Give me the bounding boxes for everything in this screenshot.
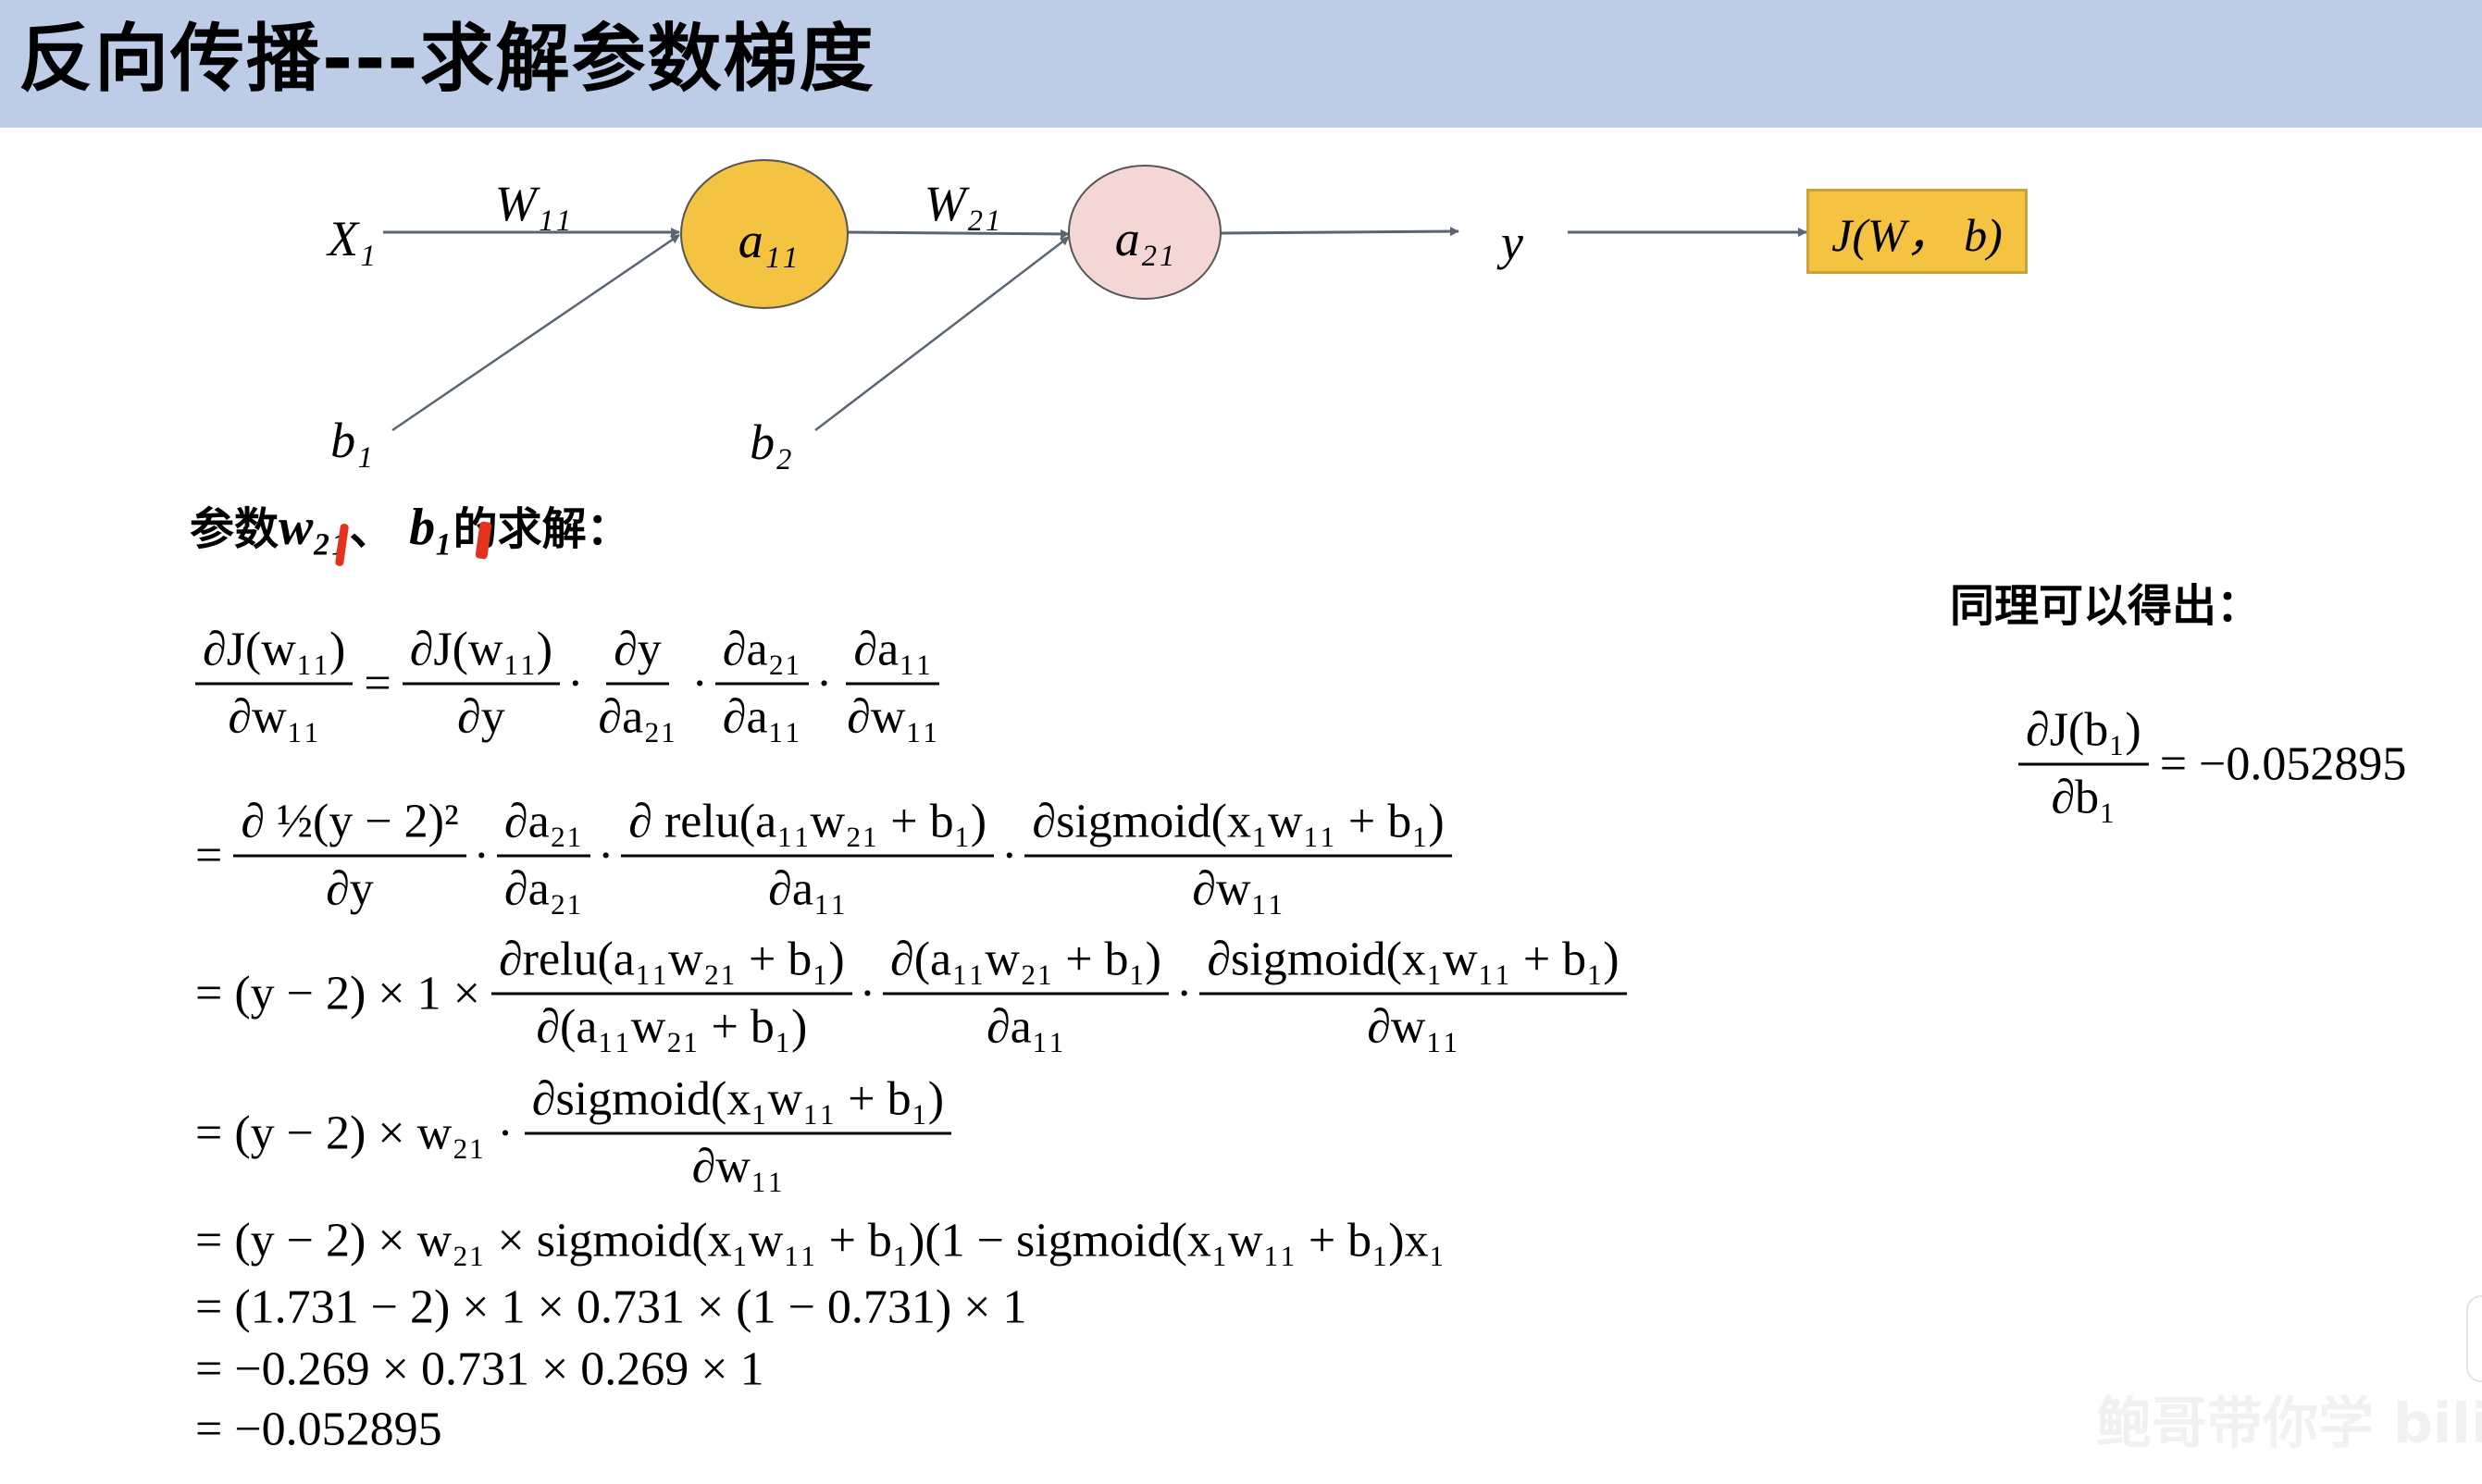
fraction: ∂ ½(y − 2)²∂y <box>233 794 466 919</box>
side-handle[interactable] <box>2466 1295 2482 1382</box>
fraction: ∂sigmoid(x₁w₁₁ + b₁)∂w₁₁ <box>1199 932 1627 1057</box>
watermark: 鲍哥带你学 bili <box>2096 1391 2482 1456</box>
label-cost: J(W， b) <box>1831 209 2003 261</box>
fraction: ∂a₂₁∂a₁₁ <box>714 622 809 747</box>
fraction: ∂a₂₁∂a₂₁ <box>496 794 590 919</box>
numerator: ∂a₂₁ <box>714 622 809 686</box>
dot-operator: · <box>1001 829 1018 883</box>
node-a21 <box>1068 165 1222 300</box>
denominator: ∂y <box>457 690 505 744</box>
dot-operator: · <box>859 967 876 1020</box>
side-title: 同理可以得出： <box>1950 580 2262 632</box>
slide-header: 反向传播---求解参数梯度 <box>0 0 2482 128</box>
derivation-line: = (y − 2) × w₂₁ ·∂sigmoid(x₁w₁₁ + b₁)∂w₁… <box>190 1071 957 1196</box>
denominator: ∂a₂₁ <box>598 690 677 744</box>
denominator: ∂w₁₁ <box>691 1140 785 1193</box>
dot-operator: · <box>597 829 614 883</box>
numerator: ∂ relu(a₁₁w₂₁ + b₁) <box>621 794 995 858</box>
heading-prefix: 参数 <box>190 503 279 555</box>
math-text: = (y − 2) × 1 × <box>195 967 480 1020</box>
denominator: ∂w₁₁ <box>228 690 320 744</box>
label-a21: a₂₁ <box>1114 211 1175 266</box>
section-heading: 参数w₂₁、 b₁的求解： <box>190 496 631 561</box>
numerator: ∂a₂₁ <box>496 794 590 858</box>
numerator: ∂(a₁₁w₂₁ + b₁) <box>883 932 1169 996</box>
derivation-line: = (1.731 − 2) × 1 × 0.731 × (1 − 0.731) … <box>190 1280 1033 1335</box>
label-x1: X₁ <box>328 211 376 266</box>
math-text: = (y − 2) × w₂₁ × sigmoid(x₁w₁₁ + b₁)(1 … <box>195 1214 1446 1268</box>
fraction: ∂J(w₁₁)∂y <box>402 622 561 747</box>
label-b2: b₂ <box>750 414 792 470</box>
label-y: y <box>1501 215 1523 270</box>
math-text: = −0.052895 <box>195 1403 442 1456</box>
denominator: ∂w₁₁ <box>1192 862 1284 916</box>
denominator: ∂a₁₁ <box>986 1000 1066 1054</box>
network-diagram <box>383 159 1807 432</box>
fraction: ∂J(w₁₁)∂w₁₁ <box>195 622 354 747</box>
dot-operator: · <box>691 657 708 711</box>
fraction: ∂sigmoid(x₁w₁₁ + b₁)∂w₁₁ <box>1024 794 1452 919</box>
edge-b2-a21 <box>814 236 1070 431</box>
dot-operator: · <box>1175 967 1193 1020</box>
denominator: ∂w₁₁ <box>847 690 939 744</box>
heading-b-var: b₁ <box>409 499 453 556</box>
cost-function-box: J(W， b) <box>1806 189 2028 274</box>
numerator: ∂sigmoid(x₁w₁₁ + b₁) <box>524 1071 952 1135</box>
fraction: ∂ relu(a₁₁w₂₁ + b₁)∂a₁₁ <box>621 794 995 919</box>
denominator: ∂w₁₁ <box>1367 1000 1459 1054</box>
denominator: ∂a₂₁ <box>503 862 583 916</box>
dot-operator: · <box>567 657 584 711</box>
numerator: ∂relu(a₁₁w₂₁ + b₁) <box>490 932 852 996</box>
label-b1: b₁ <box>330 413 373 468</box>
label-w21: W₂₁ <box>924 176 1001 231</box>
dot-operator: · <box>473 829 490 883</box>
numerator: ∂J(b₁) <box>2018 702 2149 766</box>
numerator: ∂y <box>606 622 669 686</box>
edge-a11-a21 <box>847 229 1070 239</box>
numerator: ∂ ½(y − 2)² <box>233 794 466 858</box>
denominator: ∂a₁₁ <box>768 862 848 916</box>
fraction: ∂relu(a₁₁w₂₁ + b₁)∂(a₁₁w₂₁ + b₁) <box>490 932 852 1057</box>
denominator: ∂(a₁₁w₂₁ + b₁) <box>536 1000 808 1054</box>
numerator: ∂a₁₁ <box>846 622 940 686</box>
derivation-line: ∂J(w₁₁)∂w₁₁=∂J(w₁₁)∂y·∂y∂a₂₁·∂a₂₁∂a₁₁·∂a… <box>190 622 952 747</box>
numerator: ∂J(w₁₁) <box>402 622 561 686</box>
fraction: ∂a₁₁∂w₁₁ <box>839 622 947 747</box>
fraction: ∂y∂a₂₁ <box>590 622 684 747</box>
edge-a21-y <box>1221 227 1459 237</box>
derivation-line: = (y − 2) × 1 ×∂relu(a₁₁w₂₁ + b₁)∂(a₁₁w₂… <box>190 932 1632 1057</box>
derivation-line: = (y − 2) × w₂₁ × sigmoid(x₁w₁₁ + b₁)(1 … <box>190 1214 1451 1268</box>
dot-operator: · <box>815 657 833 711</box>
node-a11 <box>680 159 849 309</box>
edge-b1-a11 <box>391 233 680 432</box>
derivation-line: = −0.052895 <box>190 1403 448 1457</box>
fraction: ∂sigmoid(x₁w₁₁ + b₁)∂w₁₁ <box>524 1071 952 1196</box>
fraction: ∂(a₁₁w₂₁ + b₁)∂a₁₁ <box>883 932 1169 1057</box>
fraction: ∂J(b₁)∂b₁ <box>2018 702 2149 827</box>
math-text: = −0.052895 <box>2159 737 2407 791</box>
slide-title: 反向传播---求解参数梯度 <box>19 16 875 102</box>
heading-sep: 、 <box>349 503 410 555</box>
denominator: ∂y <box>326 862 374 916</box>
derivation-line: =∂ ½(y − 2)²∂y·∂a₂₁∂a₂₁·∂ relu(a₁₁w₂₁ + … <box>190 794 1458 919</box>
numerator: ∂sigmoid(x₁w₁₁ + b₁) <box>1199 932 1627 996</box>
numerator: ∂J(w₁₁) <box>195 622 354 686</box>
math-text: = −0.269 × 0.731 × 0.269 × 1 <box>195 1342 764 1396</box>
label-w11: W₁₁ <box>494 176 572 231</box>
denominator: ∂a₁₁ <box>722 690 801 744</box>
math-text: = (y − 2) × w₂₁ · <box>195 1107 514 1160</box>
math-text: = (1.731 − 2) × 1 × 0.731 × (1 − 0.731) … <box>195 1280 1027 1334</box>
math-text: = <box>195 829 223 883</box>
label-a11: a₁₁ <box>738 213 799 268</box>
math-text: = <box>364 657 391 711</box>
denominator: ∂b₁ <box>2051 771 2116 824</box>
derivation-line: = −0.269 × 0.731 × 0.269 × 1 <box>190 1342 770 1397</box>
side-equation: ∂J(b₁)∂b₁= −0.052895 <box>2013 702 2412 827</box>
numerator: ∂sigmoid(x₁w₁₁ + b₁) <box>1024 794 1452 858</box>
